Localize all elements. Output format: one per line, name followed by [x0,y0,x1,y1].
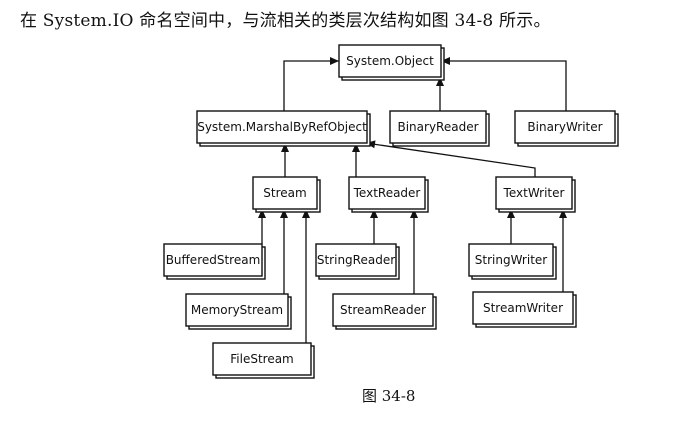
node-label: BinaryReader [397,120,478,134]
edge-line [283,60,339,111]
node-label: StreamWriter [483,301,563,315]
node-object: System.Object [338,44,445,81]
node-stringreader: StringReader [315,243,400,280]
node-box [252,176,318,210]
node-label: StreamReader [340,303,426,317]
edge-stringwriter-to-textwriter [507,209,515,244]
arrowhead-icon [507,209,515,218]
node-label: FileStream [230,352,294,366]
node-label: BinaryWriter [527,120,602,134]
edge-streamreader-to-textreader [410,209,418,294]
node-label: Stream [263,186,306,200]
node-box [212,342,312,376]
node-box [514,110,616,144]
node-memorystream: MemoryStream [185,293,292,330]
node-box [468,243,554,277]
edge-binaryreader-to-object [436,77,444,111]
arrowhead-icon [302,209,310,218]
node-filestream: FileStream [212,342,315,379]
arrowhead-icon [352,143,360,152]
node-box [472,291,574,325]
node-bufferedstream: BufferedStream [163,243,266,280]
node-stream: Stream [252,176,321,213]
node-box [495,176,573,210]
arrowhead-icon [410,209,418,218]
node-marshal: System.MarshalByRefObject [196,110,371,147]
arrowhead-icon [281,143,289,152]
arrowhead-icon [280,209,288,218]
intro-text: 在 System.IO 命名空间中，与流相关的类层次结构如图 34-8 所示。 [20,11,551,31]
node-box [315,243,397,277]
node-box [196,110,368,144]
edge-marshal-to-object [283,57,339,111]
edge-filestream-to-stream [302,209,311,360]
node-box [338,44,442,78]
node-box [185,293,289,327]
edge-textreader-to-marshal [352,143,360,177]
arrowhead-icon [441,57,450,65]
node-box [389,110,487,144]
edge-line [305,209,311,360]
arrowhead-icon [258,209,266,218]
node-box [332,293,434,327]
node-label: BufferedStream [166,253,261,267]
arrowhead-icon [330,57,339,65]
node-label: StringWriter [475,253,547,267]
edge-bufferedstream-to-stream [258,209,266,244]
node-binaryreader: BinaryReader [389,110,490,147]
arrowhead-icon [436,77,444,86]
node-streamreader: StreamReader [332,293,437,330]
node-label: MemoryStream [191,303,283,317]
node-stringwriter: StringWriter [468,243,557,280]
figure-caption: 图 34-8 [362,387,416,405]
node-textreader: TextReader [348,176,429,213]
node-textwriter: TextWriter [495,176,576,213]
node-label: System.MarshalByRefObject [197,120,367,134]
node-label: TextWriter [503,186,565,200]
node-streamwriter: StreamWriter [472,291,577,328]
arrowhead-icon [370,209,378,218]
edge-line [365,142,536,177]
edge-streamwriter-to-textwriter [559,209,567,292]
edge-stringreader-to-textreader [370,209,378,244]
node-box [163,243,263,277]
edge-binarywriter-to-object [441,57,567,111]
node-label: StringReader [317,253,395,267]
arrowhead-icon [559,209,567,218]
node-label: TextReader [353,186,421,200]
node-binarywriter: BinaryWriter [514,110,619,147]
edge-stream-to-marshal [281,143,289,177]
edge-line [441,60,567,111]
node-box [348,176,426,210]
node-label: System.Object [346,54,434,68]
